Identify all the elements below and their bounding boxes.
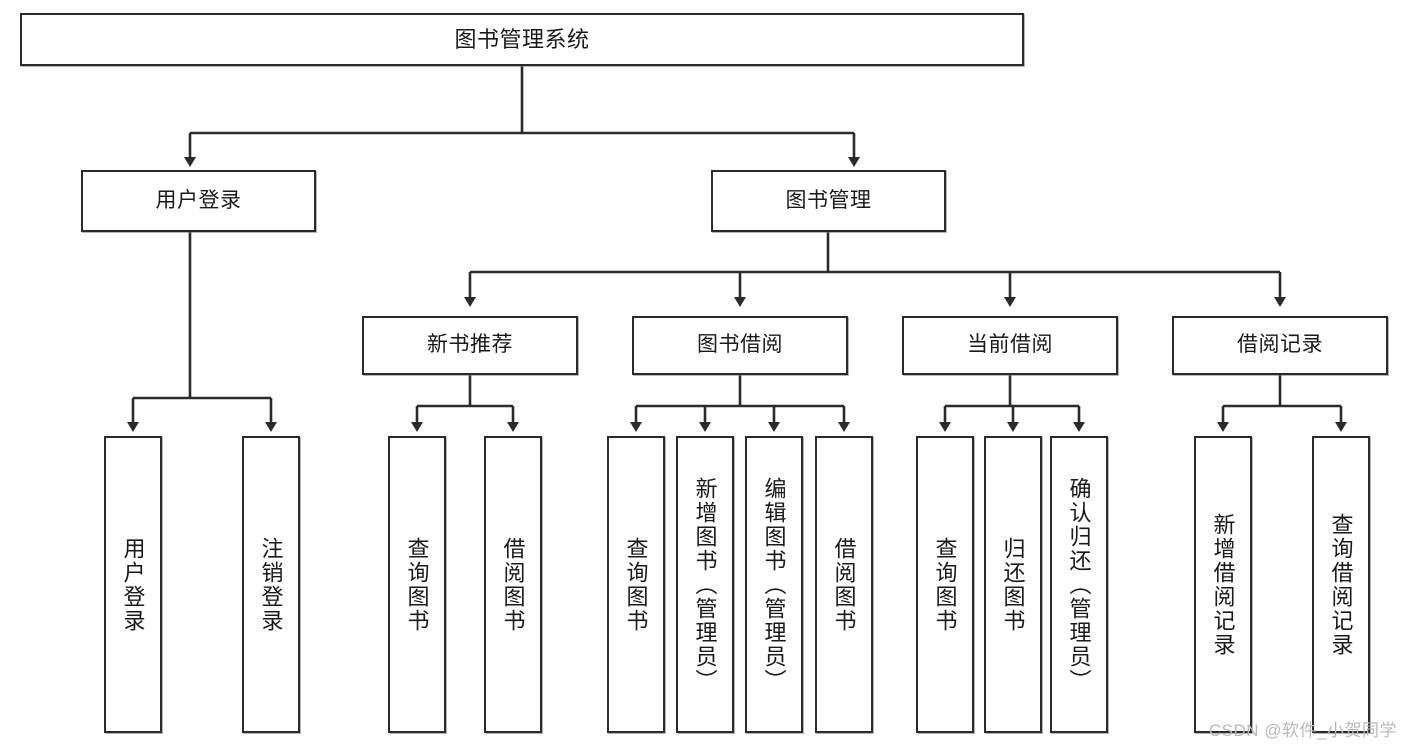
node-leaf-add-book[interactable]: 新增图书（管理员）: [676, 436, 734, 733]
node-label: 借阅记录: [1237, 333, 1323, 357]
node-label: 当前借阅: [967, 333, 1053, 357]
node-root-system[interactable]: 图书管理系统: [20, 13, 1024, 66]
node-user-login[interactable]: 用户登录: [81, 170, 316, 232]
node-new-book-recommend[interactable]: 新书推荐: [362, 316, 578, 375]
csdn-watermark: CSDN @软件_小贺同学: [1208, 721, 1397, 740]
node-label: 新增借阅记录: [1210, 512, 1236, 657]
node-label: 查询图书: [404, 536, 430, 633]
node-borrow-record[interactable]: 借阅记录: [1172, 316, 1388, 375]
node-leaf-query-borrow-record[interactable]: 查询借阅记录: [1312, 436, 1370, 733]
node-label: 用户登录: [120, 536, 146, 633]
node-label: 确认归还（管理员）: [1066, 476, 1092, 693]
node-label: 归还图书: [1000, 536, 1026, 633]
node-label: 借阅图书: [500, 536, 526, 633]
node-leaf-query-book-1[interactable]: 查询图书: [388, 436, 446, 733]
node-label: 查询图书: [932, 536, 958, 633]
node-label: 编辑图书（管理员）: [761, 476, 787, 693]
node-label: 图书管理: [785, 188, 872, 212]
node-current-borrow[interactable]: 当前借阅: [902, 316, 1118, 375]
node-label: 新增图书（管理员）: [692, 476, 718, 693]
node-book-borrow[interactable]: 图书借阅: [632, 316, 848, 375]
node-label: 新书推荐: [427, 333, 513, 357]
node-leaf-borrow-book-1[interactable]: 借阅图书: [484, 436, 542, 733]
node-leaf-user-login[interactable]: 用户登录: [104, 436, 162, 733]
node-leaf-query-book-2[interactable]: 查询图书: [607, 436, 665, 733]
node-label: 注销登录: [258, 536, 284, 633]
node-leaf-query-book-3[interactable]: 查询图书: [916, 436, 974, 733]
node-label: 图书借阅: [697, 333, 783, 357]
node-label: 查询借阅记录: [1328, 512, 1354, 657]
node-label: 图书管理系统: [454, 26, 590, 52]
node-leaf-borrow-book-2[interactable]: 借阅图书: [815, 436, 873, 733]
node-leaf-logout-login[interactable]: 注销登录: [242, 436, 300, 733]
node-leaf-confirm-return[interactable]: 确认归还（管理员）: [1050, 436, 1108, 733]
node-label: 用户登录: [155, 188, 242, 212]
node-leaf-edit-book[interactable]: 编辑图书（管理员）: [745, 436, 803, 733]
node-label: 查询图书: [623, 536, 649, 633]
node-book-manage[interactable]: 图书管理: [711, 170, 946, 232]
node-leaf-add-borrow-record[interactable]: 新增借阅记录: [1194, 436, 1252, 733]
node-leaf-return-book[interactable]: 归还图书: [984, 436, 1042, 733]
node-label: 借阅图书: [831, 536, 857, 633]
